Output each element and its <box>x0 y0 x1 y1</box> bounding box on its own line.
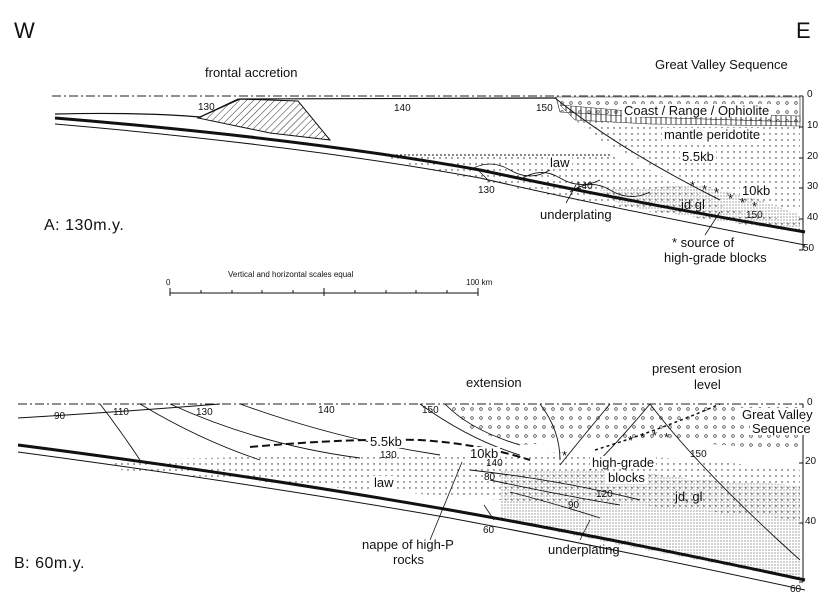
slab-base-b <box>17 451 806 591</box>
depth-tick-a: 50 <box>803 243 815 254</box>
compass-east: E <box>796 18 811 43</box>
scale-zero: 0 <box>166 278 171 287</box>
underplating-label-a: underplating <box>540 207 612 222</box>
svg-text:*: * <box>740 195 745 210</box>
slab-top-b <box>17 443 806 582</box>
frontal-accretion-wedge <box>196 98 332 141</box>
age-label-a: 130 <box>198 102 215 113</box>
high-grade-label-line2: blocks <box>606 470 647 485</box>
slab-base-a <box>54 123 806 246</box>
age-label-b: 140 <box>486 458 503 469</box>
jd-gl-label-b: jd, gl <box>675 489 703 504</box>
erosion-label-line1: present erosion <box>652 361 742 376</box>
age-label-b: 90 <box>54 411 66 422</box>
age-label-b: 80 <box>484 472 496 483</box>
age-label-b: 130 <box>380 450 397 461</box>
age-label-b: 120 <box>596 489 613 500</box>
jd-gl-unit-b <box>500 470 800 580</box>
depth-tick-a: 30 <box>807 181 819 192</box>
frontal-accretion-label: frontal accretion <box>205 65 298 80</box>
age-label-a: 130 <box>478 185 495 196</box>
age-label-a: 150 <box>746 210 763 221</box>
law-label-a: law <box>548 155 572 170</box>
great-valley-unit-b <box>445 404 800 450</box>
depth-tick-a: 40 <box>807 212 819 223</box>
great-valley-label-a: Great Valley Sequence <box>655 57 788 72</box>
svg-text:*: * <box>628 433 633 448</box>
svg-text:*: * <box>714 185 719 200</box>
age-label-b: 140 <box>318 405 335 416</box>
depth-tick-b: 20 <box>805 456 817 467</box>
coast-range-label: Coast / Range / Ophiolite <box>622 103 772 118</box>
depth-tick-b: 0 <box>807 397 813 408</box>
great-valley-label-b1: Great Valley <box>740 407 815 422</box>
scale-title: Vertical and horizontal scales equal <box>228 270 354 279</box>
great-valley-label-b2: Sequence <box>750 421 813 436</box>
extension-label: extension <box>466 375 522 390</box>
pressure-55-label-b: 5.5kb <box>368 434 404 449</box>
high-grade-markers-b: * * * * * <box>562 428 669 463</box>
scale-end: 100 km <box>466 278 493 287</box>
erosion-label-line2: level <box>694 377 721 392</box>
age-label-a: 140 <box>394 103 411 114</box>
age-label-a: 140 <box>576 181 593 192</box>
age-label-b: 150 <box>690 449 707 460</box>
compass-west: W <box>14 18 35 43</box>
fault-a <box>554 97 721 201</box>
scale-bar <box>169 288 479 296</box>
nappe-label-line1: nappe of high-P <box>362 537 454 552</box>
svg-text:*: * <box>664 430 669 445</box>
slab-top-a <box>54 116 806 234</box>
source-label-line1: * source of <box>672 235 735 250</box>
svg-text:*: * <box>702 182 707 197</box>
panel-b-label: B: 60m.y. <box>14 555 85 572</box>
svg-text:*: * <box>752 199 757 214</box>
age-label-b: 110 <box>113 407 129 418</box>
age-label-b: 150 <box>422 405 439 416</box>
depth-tick-b: 40 <box>805 516 817 527</box>
svg-text:*: * <box>690 178 695 193</box>
panel-a-section: * * * * * * <box>52 95 806 251</box>
nappe-label-line2: rocks <box>393 552 425 567</box>
depth-tick-a: 10 <box>807 120 819 131</box>
pressure-55-label-a: 5.5kb <box>680 149 716 164</box>
pressure-10-label-a: 10kb <box>740 183 773 198</box>
pressure-10-label-b: 10kb <box>468 446 501 461</box>
mantle-peridotite-label: mantle peridotite <box>662 127 763 142</box>
underplating-label-b: underplating <box>548 542 620 557</box>
svg-text:*: * <box>728 191 733 206</box>
jd-gl-unit-a <box>600 185 800 232</box>
age-label-a: 150 <box>536 103 553 114</box>
age-label-b: 90 <box>568 500 580 511</box>
jd-gl-label-a: jd gl <box>681 197 705 212</box>
depth-tick-a: 0 <box>807 89 813 100</box>
erosion-level-line <box>594 403 721 451</box>
law-label-b: law <box>372 475 396 490</box>
source-label-line2: high-grade blocks <box>664 250 767 265</box>
panel-b-section: * * * * * <box>17 403 806 591</box>
svg-text:*: * <box>562 448 567 463</box>
age-label-b: 60 <box>483 525 495 536</box>
svg-text:*: * <box>652 428 657 443</box>
depth-tick-b: 60 <box>790 584 802 595</box>
svg-text:*: * <box>640 430 645 445</box>
age-label-b: 130 <box>196 407 213 418</box>
high-grade-source-markers-a: * * * * * * <box>690 178 757 214</box>
panel-a-label: A: 130m.y. <box>44 217 125 234</box>
seafloor-line-a <box>54 97 557 118</box>
depth-tick-a: 20 <box>807 151 819 162</box>
high-grade-label-line1: high-grade <box>590 455 657 470</box>
